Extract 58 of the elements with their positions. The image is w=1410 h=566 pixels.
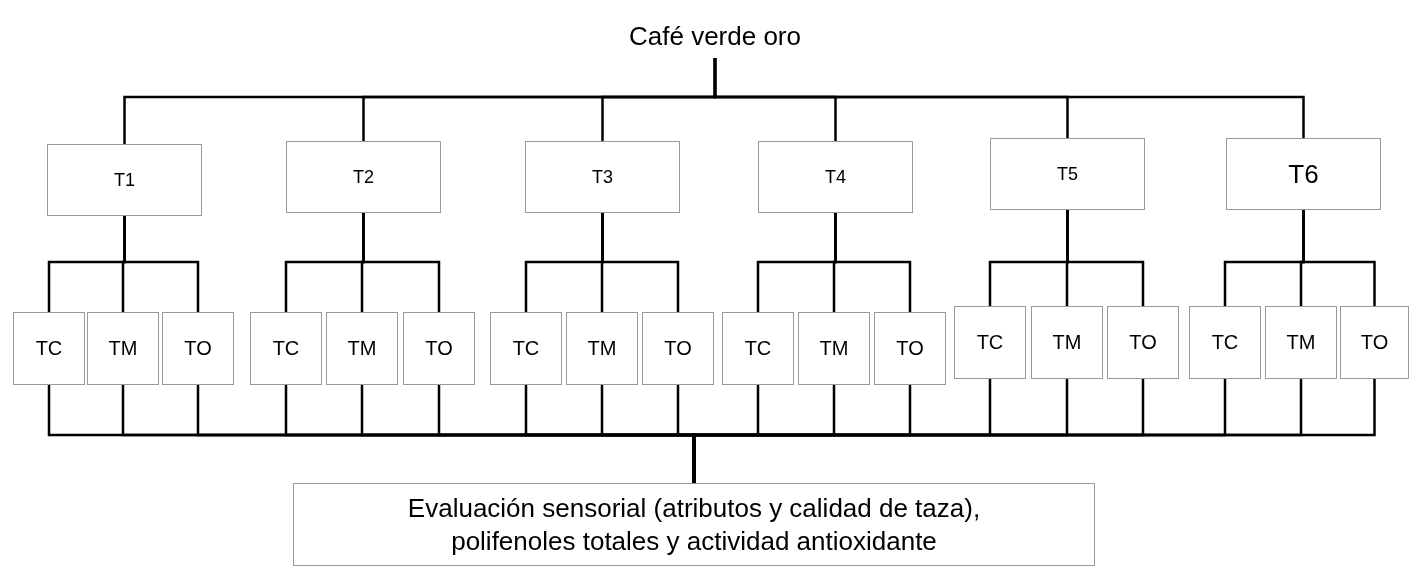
- treatment-box: [403, 312, 475, 385]
- treatment-box: [162, 312, 234, 385]
- treatment-box: [954, 306, 1026, 379]
- connector-line: [834, 213, 912, 312]
- treatment-box: [1340, 306, 1409, 379]
- node-label: T3: [592, 165, 613, 189]
- treatment-box: [1031, 306, 1103, 379]
- node-label: TC: [1211, 330, 1239, 355]
- connector-line: [601, 213, 680, 312]
- connector-line: [1302, 210, 1376, 306]
- node-label: T6: [1288, 157, 1319, 191]
- treatment-box: [758, 141, 913, 213]
- root-label: Café verde oro: [629, 19, 801, 53]
- result-box: [293, 483, 1095, 566]
- node-label: T5: [1057, 162, 1078, 186]
- treatment-box: [286, 141, 441, 213]
- node-label: TC: [512, 336, 540, 361]
- node-label: T1: [114, 168, 135, 192]
- node-label: T2: [353, 165, 374, 189]
- node-label: TO: [184, 336, 212, 361]
- node-label: TM: [108, 336, 138, 361]
- treatment-box: [250, 312, 322, 385]
- node-label: TM: [587, 336, 617, 361]
- treatment-box: [642, 312, 714, 385]
- connector-line: [713, 58, 1305, 138]
- treatment-box: [490, 312, 562, 385]
- node-label: TC: [744, 336, 772, 361]
- node-label: TM: [819, 336, 849, 361]
- treatment-box: [1107, 306, 1179, 379]
- connector-line: [362, 213, 441, 312]
- treatment-box: [566, 312, 638, 385]
- node-label: TO: [1129, 330, 1157, 355]
- treatment-box: [1265, 306, 1337, 379]
- treatment-box: [47, 144, 202, 216]
- node-label: TO: [664, 336, 692, 361]
- connector-line: [1066, 210, 1145, 306]
- treatment-box: [722, 312, 794, 385]
- treatment-box: [798, 312, 870, 385]
- treatment-box: [87, 312, 159, 385]
- node-label: TC: [272, 336, 300, 361]
- node-label: TC: [976, 330, 1004, 355]
- node-label: Evaluación sensorial (atributos y calidad de taza), polifenoles totales y actividad antioxidante: [406, 492, 982, 557]
- node-label: TM: [1286, 330, 1316, 355]
- treatment-box: [874, 312, 946, 385]
- node-label: TO: [425, 336, 453, 361]
- node-label: TC: [35, 336, 63, 361]
- node-label: TO: [896, 336, 924, 361]
- treatment-box: [326, 312, 398, 385]
- node-label: TM: [1052, 330, 1082, 355]
- treatment-box: [525, 141, 680, 213]
- node-label: TO: [1360, 330, 1389, 355]
- node-label: T4: [825, 165, 846, 189]
- treatment-box: [1226, 138, 1381, 210]
- node-label: TM: [347, 336, 377, 361]
- connector-line: [123, 216, 200, 312]
- treatment-box: [990, 138, 1145, 210]
- treatment-box: [13, 312, 85, 385]
- treatment-box: [1189, 306, 1261, 379]
